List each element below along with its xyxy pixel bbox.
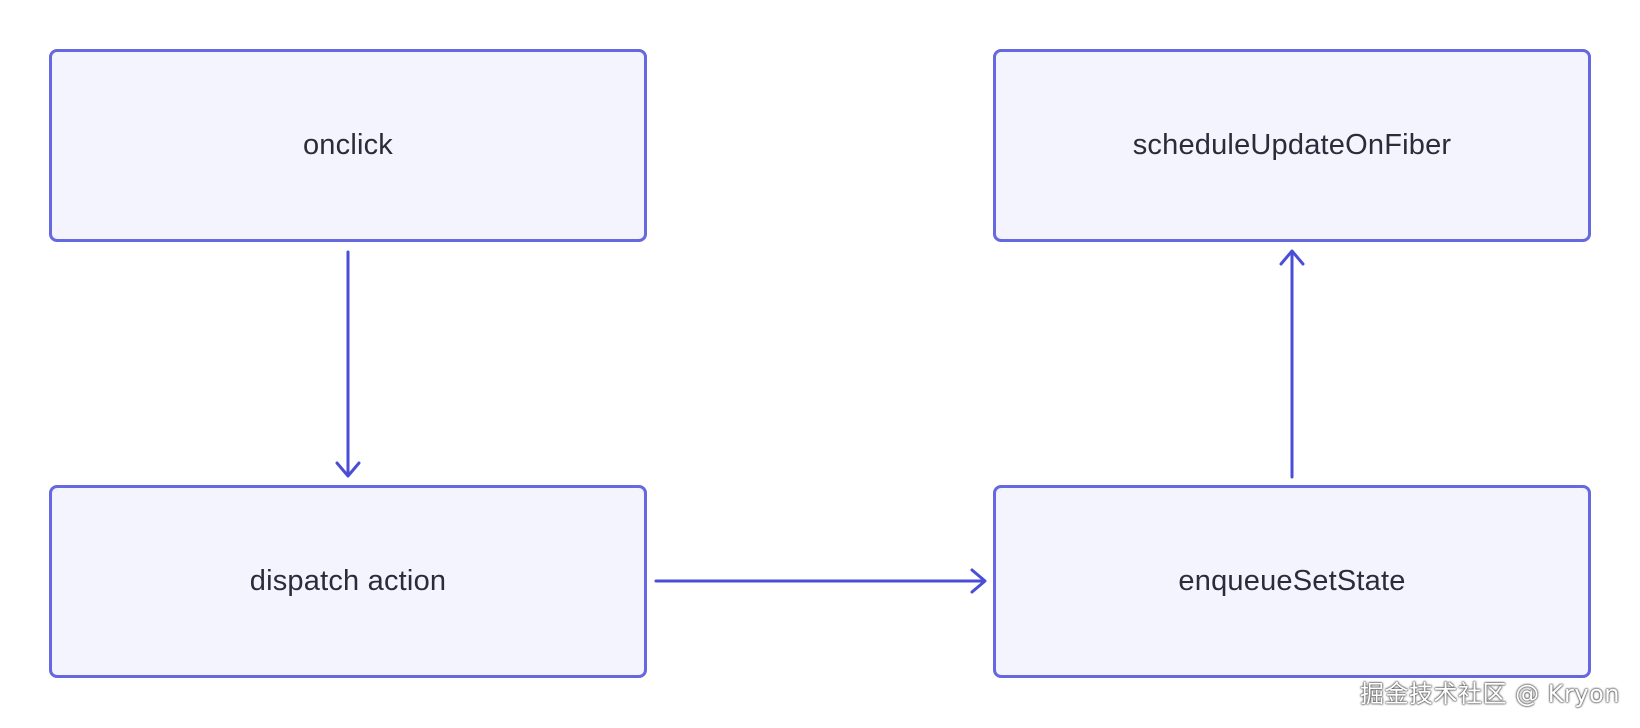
node-onclick-label: onclick — [302, 129, 394, 161]
edge-enqueue-to-schedule — [1279, 249, 1305, 479]
edge-dispatch-to-enqueue — [654, 568, 987, 594]
node-onclick: onclick — [49, 49, 647, 242]
watermark: 掘金技术社区 @ Kryon — [1360, 680, 1620, 708]
node-schedule-update-on-fiber-label: scheduleUpdateOnFiber — [1132, 129, 1452, 161]
node-enqueue-set-state: enqueueSetState — [993, 485, 1591, 678]
node-dispatch-action-label: dispatch action — [249, 565, 447, 597]
node-dispatch-action: dispatch action — [49, 485, 647, 678]
node-schedule-update-on-fiber: scheduleUpdateOnFiber — [993, 49, 1591, 242]
edge-onclick-to-dispatch — [335, 250, 361, 478]
node-enqueue-set-state-label: enqueueSetState — [1178, 565, 1406, 597]
